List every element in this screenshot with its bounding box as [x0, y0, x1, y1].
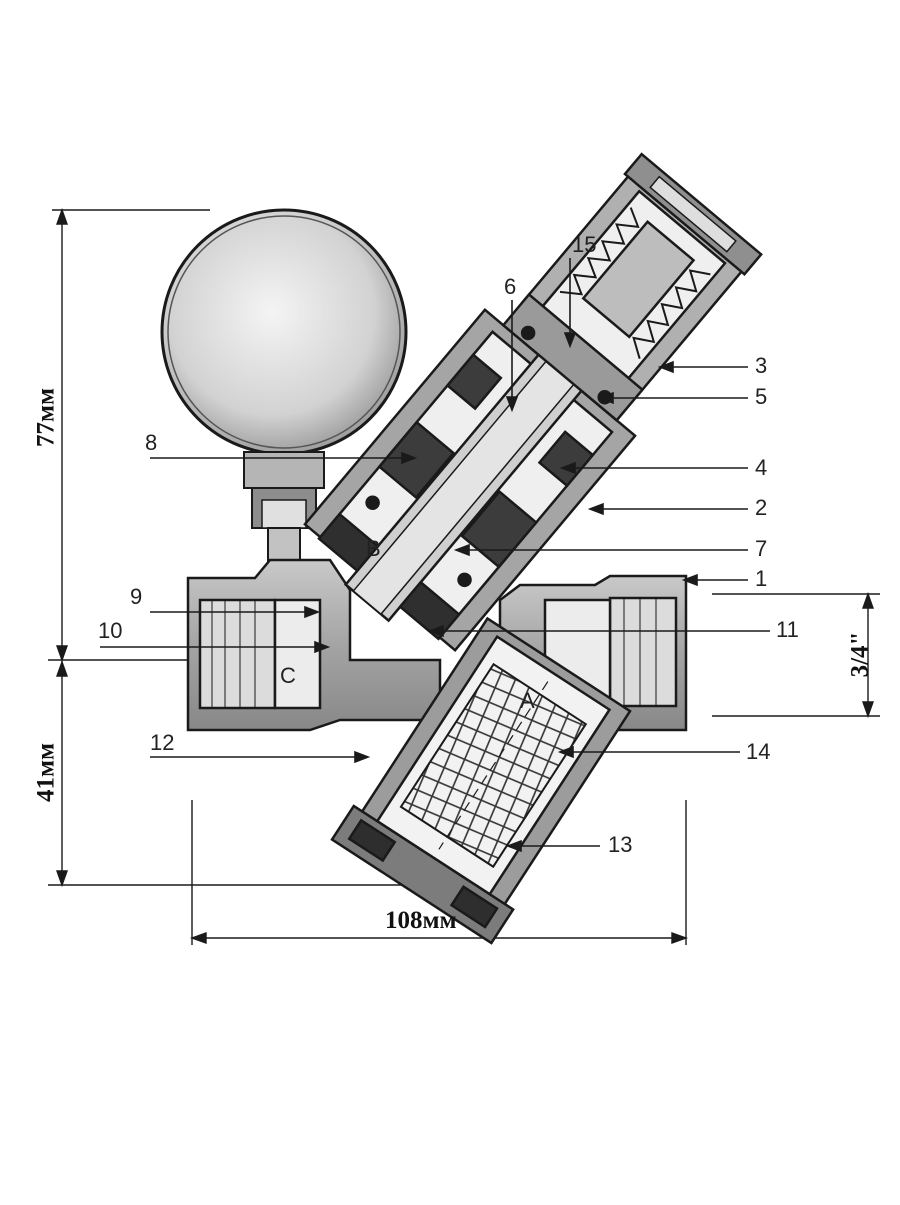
zone-a-label: A	[520, 688, 535, 713]
zone-b-label: B	[366, 536, 381, 561]
callout-7: 7	[755, 536, 768, 561]
callout-1: 1	[755, 566, 768, 591]
callout-9: 9	[130, 584, 143, 609]
dimension-width: 108мм	[385, 907, 457, 934]
callout-3: 3	[755, 353, 768, 378]
callout-13: 13	[608, 832, 633, 857]
callout-4: 4	[755, 455, 768, 480]
callout-15: 15	[572, 232, 597, 257]
callout-5: 5	[755, 384, 768, 409]
regulator-bonnet	[303, 152, 763, 653]
callout-12: 12	[150, 730, 175, 755]
callout-8: 8	[145, 430, 158, 455]
callout-10: 10	[98, 618, 123, 643]
dimension-lines	[48, 207, 880, 945]
callout-2: 2	[755, 495, 768, 520]
dimension-height-bottom: 41мм	[32, 742, 60, 803]
dimension-thread: 3/4"	[846, 631, 874, 678]
callout-14: 14	[746, 739, 771, 764]
strainer-housing	[330, 616, 632, 945]
zone-c-label: C	[280, 663, 296, 688]
dimension-height-top: 77мм	[32, 387, 60, 448]
callout-11: 11	[776, 617, 799, 642]
leader-lines	[100, 258, 770, 853]
callout-6: 6	[504, 274, 517, 299]
valve-body	[186, 558, 688, 732]
